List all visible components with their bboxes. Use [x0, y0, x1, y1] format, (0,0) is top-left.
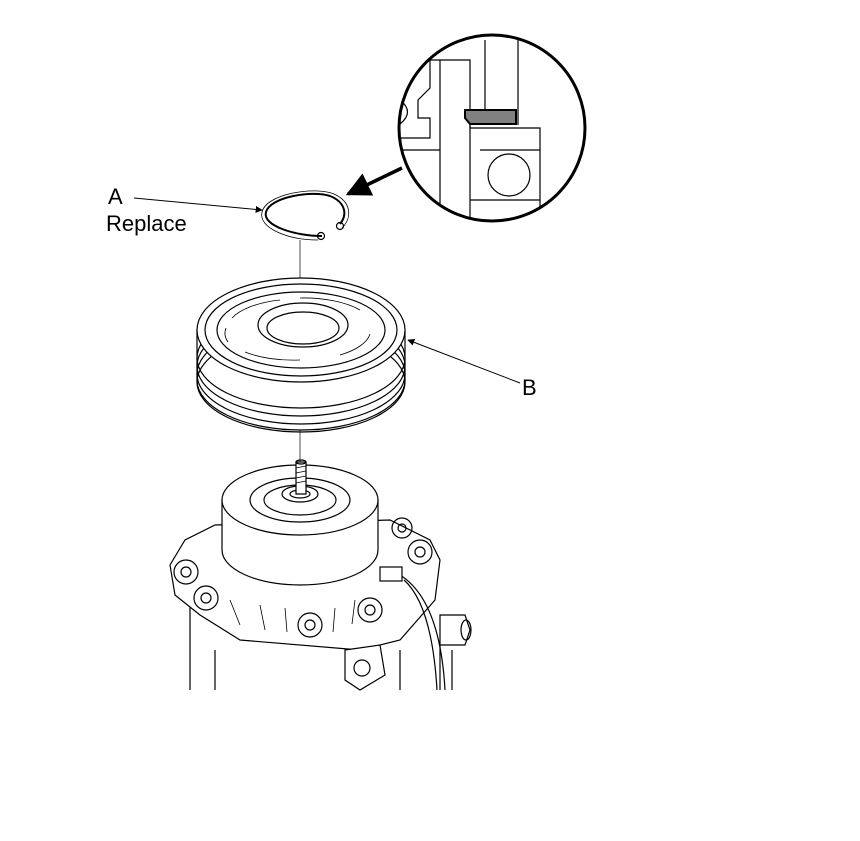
compressor-shaft: [295, 459, 307, 495]
pulley: [196, 277, 406, 433]
snap-ring: [261, 190, 350, 241]
callout-a-letter: A: [108, 184, 123, 209]
callout-b-letter: B: [522, 375, 537, 400]
leader-a: [133, 197, 263, 213]
callout-a-note: Replace: [106, 211, 187, 236]
detail-view: [397, 33, 587, 223]
leader-b: [407, 338, 521, 384]
snap-ring-section: [464, 109, 517, 125]
detail-pointer-arrow: [345, 166, 403, 196]
